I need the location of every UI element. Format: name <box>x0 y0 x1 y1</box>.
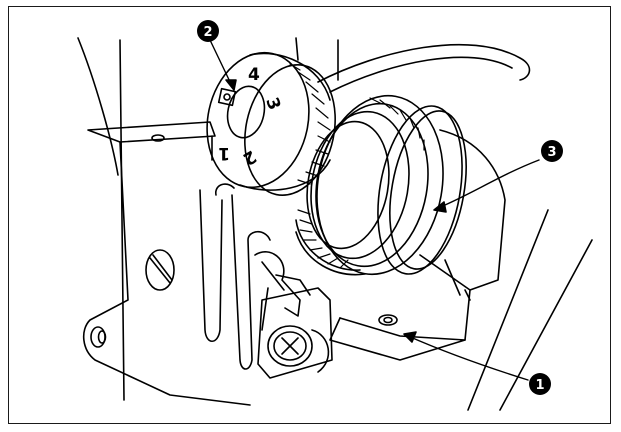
dial-number-1: 1 <box>218 143 230 163</box>
tension-spring-assembly <box>295 94 467 276</box>
phillips-screw <box>257 287 333 379</box>
callout-1-marker: 1 <box>529 373 551 395</box>
mounting-screw <box>145 249 175 291</box>
figure-frame <box>8 6 611 424</box>
base-plate <box>82 121 251 406</box>
callout-3-label: 3 <box>547 145 556 160</box>
dial-number-3: 3 <box>261 95 284 113</box>
machine-arm-lines <box>77 37 593 411</box>
arrow-1 <box>403 331 417 343</box>
leader-lines <box>209 39 540 381</box>
callout-1-label: 1 <box>535 378 544 393</box>
callout-2-label: 2 <box>203 25 212 40</box>
thread-line <box>317 43 531 83</box>
arrow-3 <box>433 201 447 213</box>
callout-3-marker: 3 <box>541 140 563 162</box>
tension-bracket <box>329 129 506 361</box>
callout-2-marker: 2 <box>197 20 219 42</box>
arrow-2 <box>225 79 237 91</box>
tension-dial <box>206 51 336 197</box>
thread-guide-wire <box>199 183 271 370</box>
dial-number-4: 4 <box>248 65 260 85</box>
dial-number-2: 2 <box>239 146 259 169</box>
thread-line-2 <box>329 56 513 93</box>
